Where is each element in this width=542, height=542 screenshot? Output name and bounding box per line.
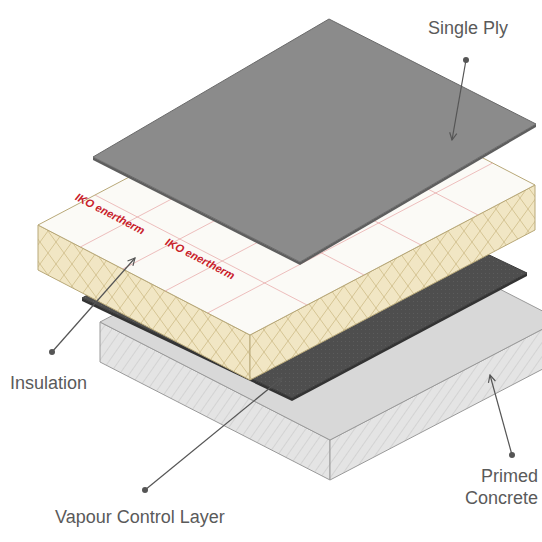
leader-line [145, 378, 282, 490]
single-ply-membrane [93, 19, 536, 265]
layer-label: Primed Concrete [454, 466, 538, 509]
leader-line [490, 375, 512, 455]
brand-mark: IKO enertherm [74, 192, 147, 237]
layer-label: Insulation [10, 373, 87, 395]
leader-dot [509, 452, 515, 458]
leader-lines [52, 60, 512, 490]
leader-line [52, 258, 135, 352]
leader-dots [49, 57, 515, 493]
leader-dot [49, 349, 55, 355]
brand-mark: IKO enertherm [164, 237, 237, 282]
leader-line [452, 60, 466, 140]
leader-dot [142, 487, 148, 493]
leader-dot [463, 57, 469, 63]
layer-label: Single Ply [428, 18, 508, 40]
layer-label: Vapour Control Layer [55, 507, 225, 529]
